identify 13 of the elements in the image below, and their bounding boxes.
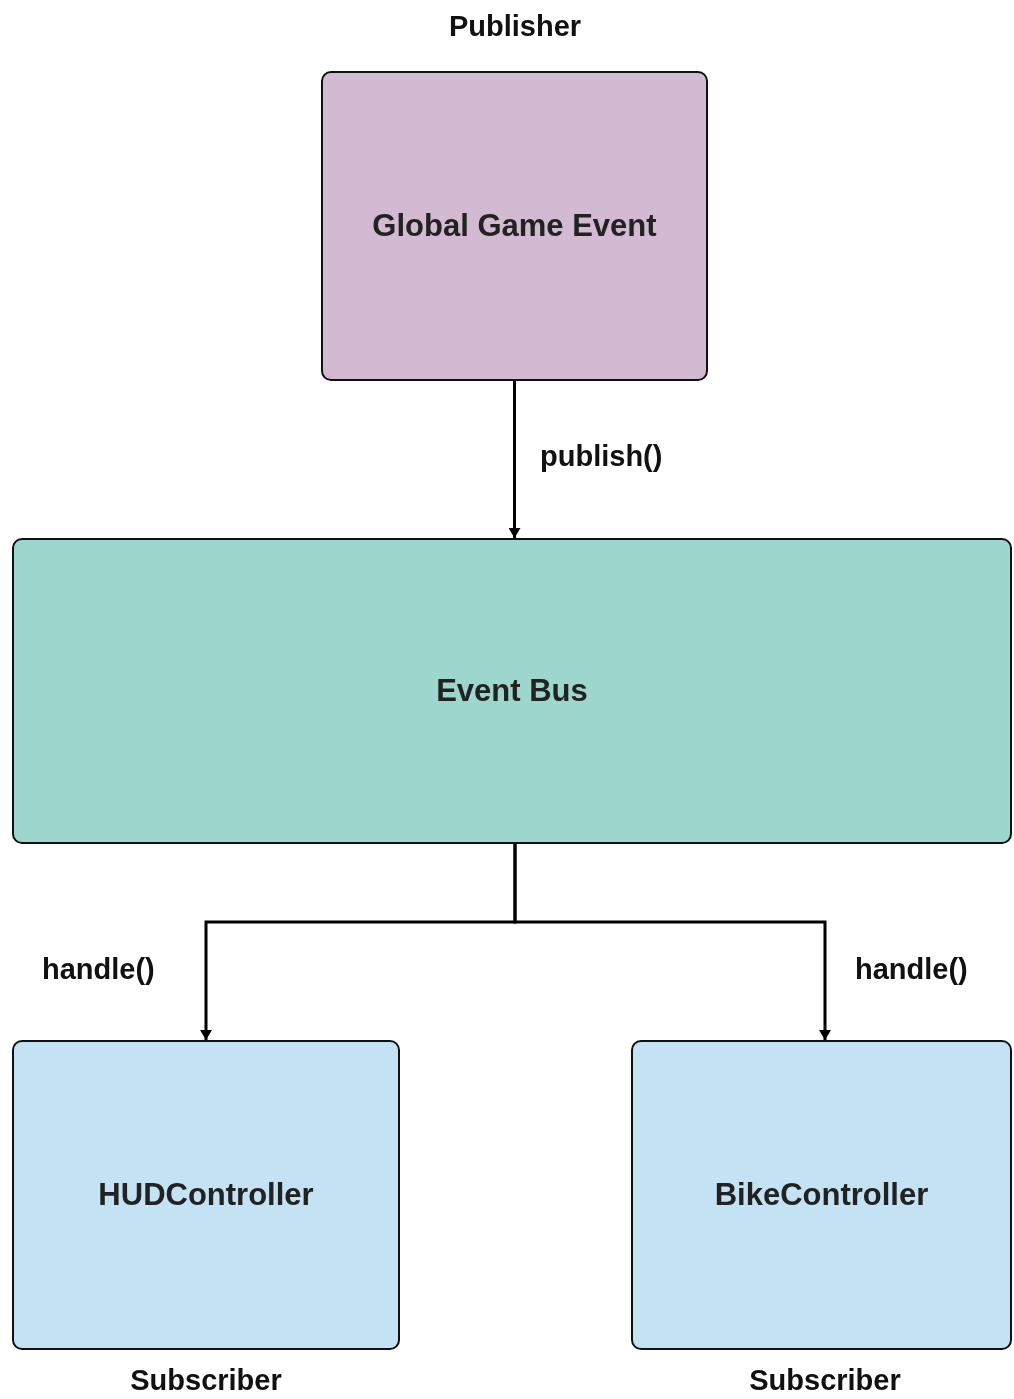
arrow (508, 381, 521, 538)
role-caption: Publisher (448, 10, 582, 43)
process-box (321, 71, 708, 381)
role-caption: Subscriber (130, 1364, 282, 1397)
node-label: Event Bus (436, 673, 588, 709)
node-label: Global Game Event (372, 208, 657, 244)
node-label: BikeController (714, 1177, 929, 1213)
process-box (12, 1040, 400, 1350)
arrow (513, 844, 831, 1040)
process-box (12, 538, 1012, 844)
node-label: HUDController (98, 1177, 314, 1213)
role-caption: Subscriber (749, 1364, 901, 1397)
process-box (631, 1040, 1012, 1350)
